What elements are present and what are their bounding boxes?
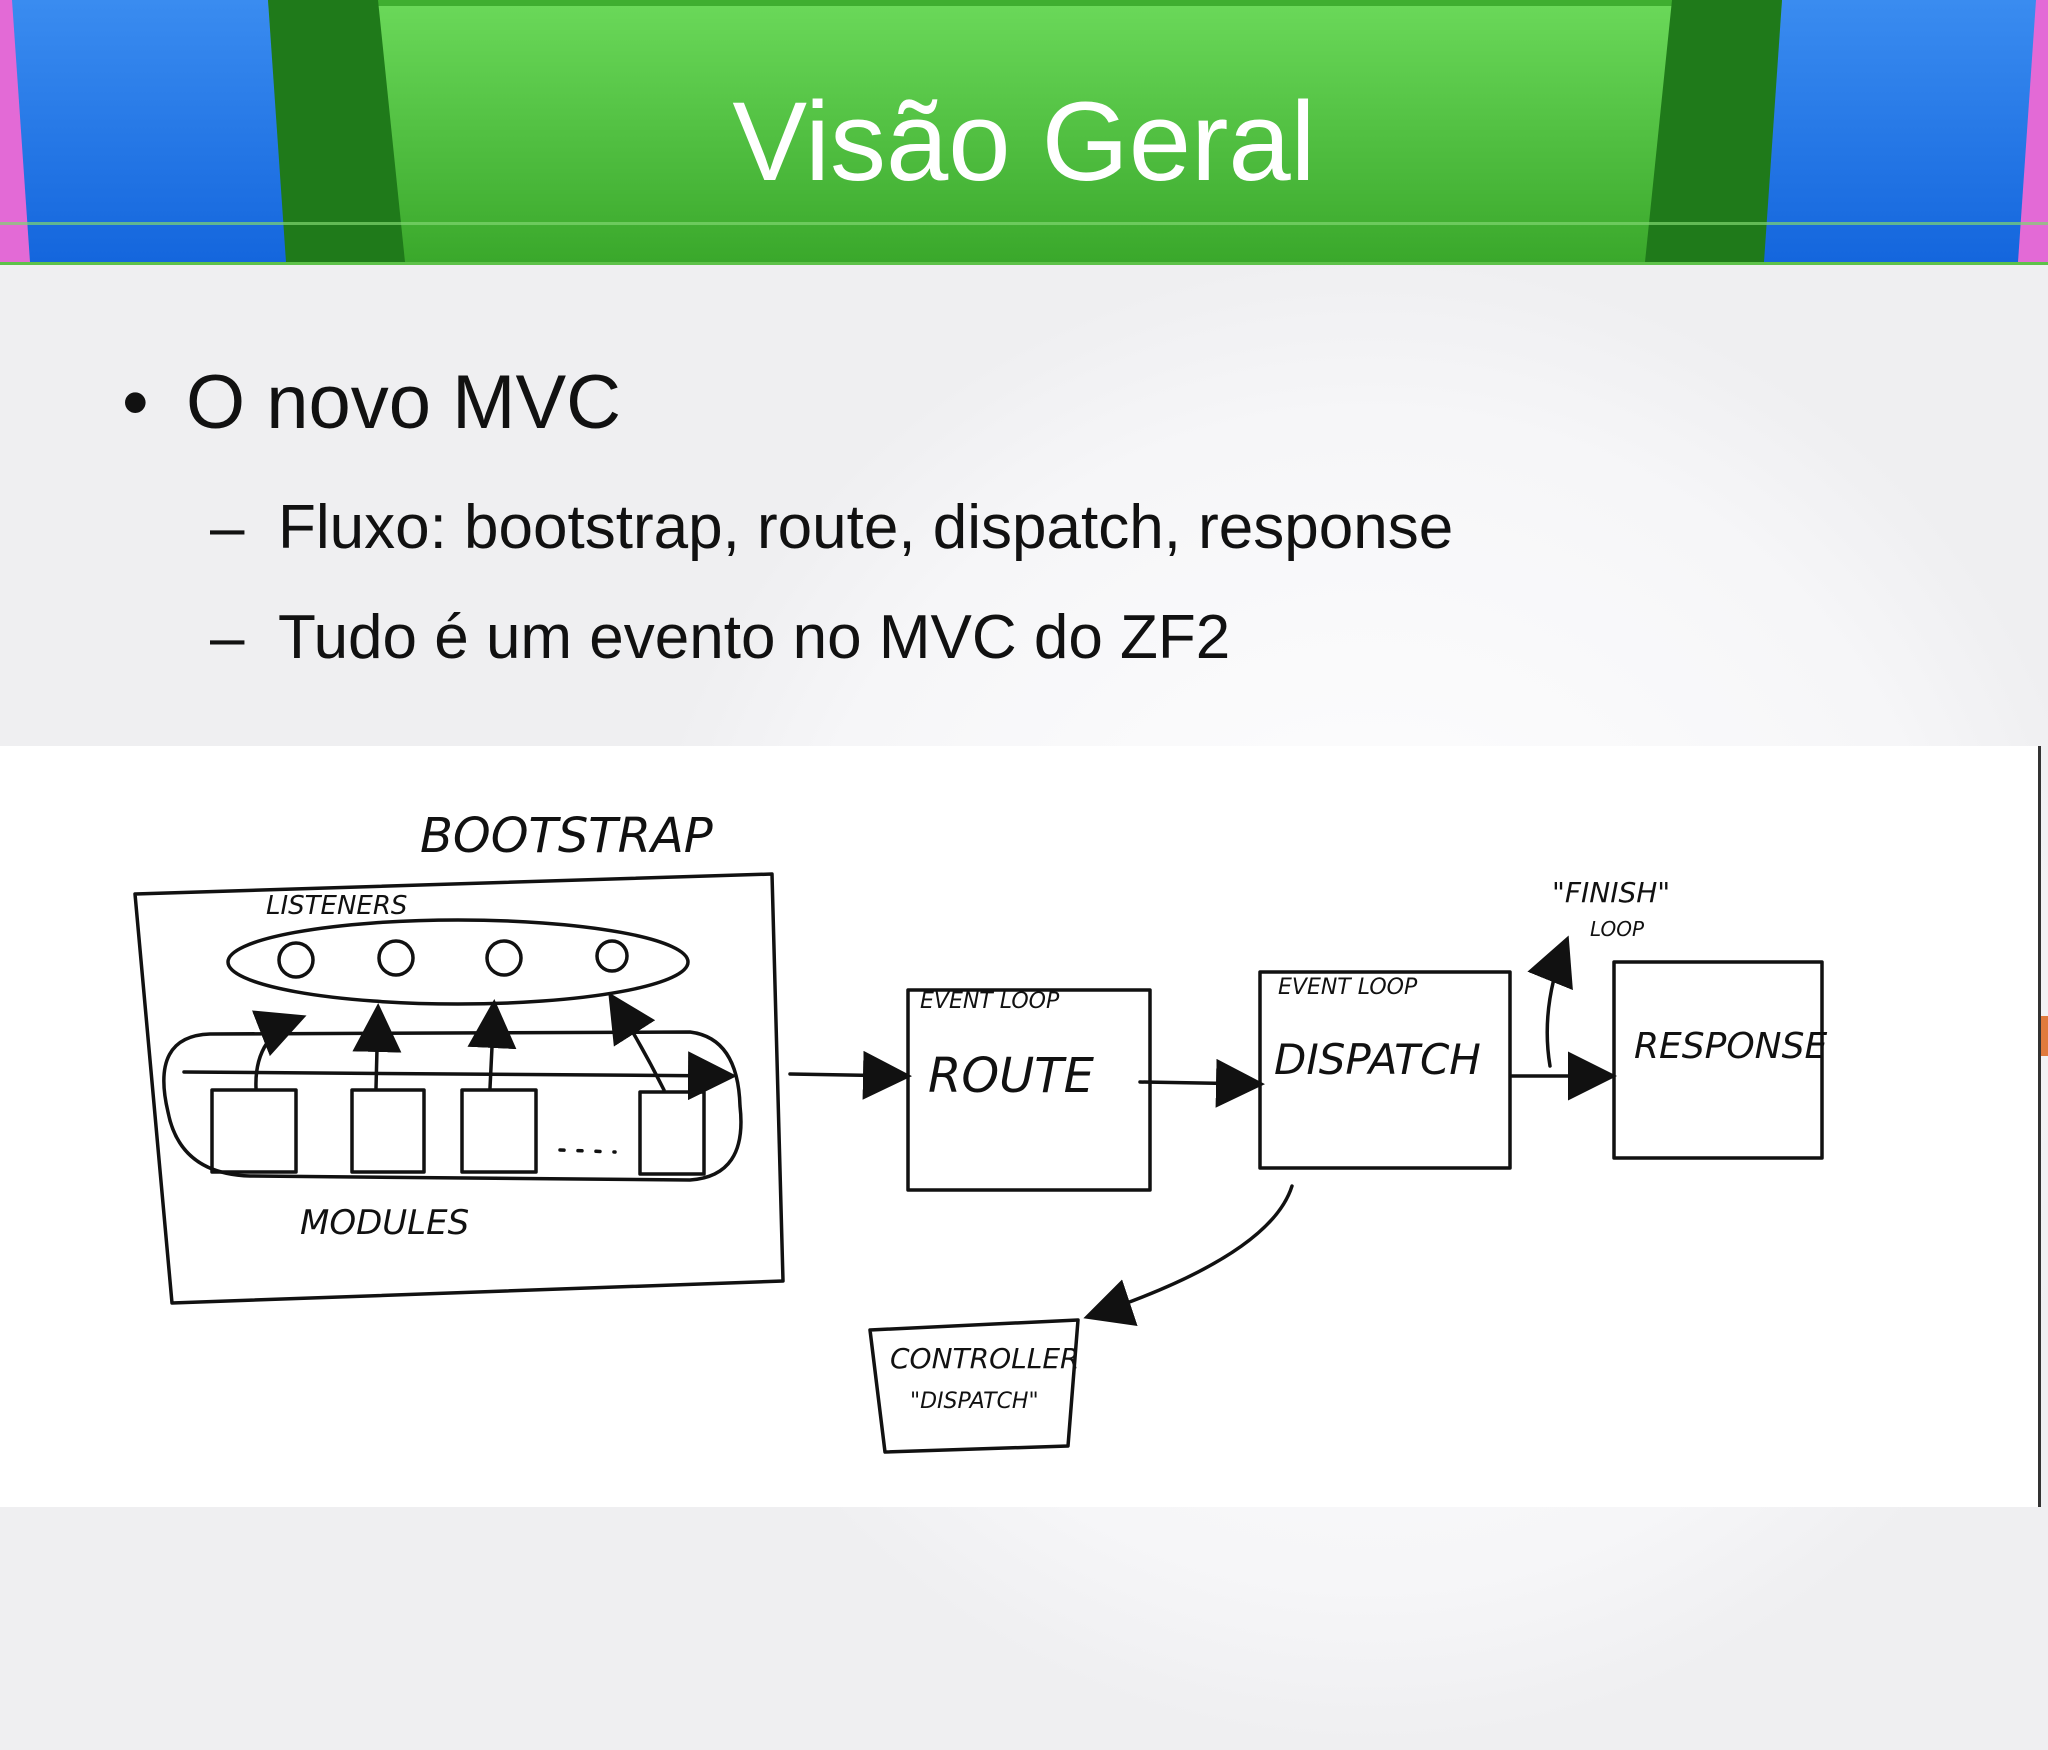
- route-label: ROUTE: [928, 1048, 1095, 1104]
- listeners-label: LISTENERS: [266, 891, 407, 921]
- listener-circle: [377, 939, 415, 977]
- bootstrap-box: [133, 872, 785, 1305]
- mvc-flow-diagram: BOOTSTRAP LISTENERS MODULES EVENT LOOP R…: [0, 746, 2038, 1507]
- route-caption: EVENT LOOP: [920, 989, 1060, 1014]
- slide-title: Visão Geral: [732, 79, 1316, 204]
- module-box: [350, 1088, 426, 1174]
- controller-label: CONTROLLER: [890, 1342, 1079, 1375]
- module-listener-arrow: [608, 992, 666, 1092]
- response-label: RESPONSE: [1634, 1026, 1827, 1067]
- module-box: [210, 1088, 298, 1174]
- finish-label: "FINISH": [1552, 876, 1670, 909]
- dispatch-label: DISPATCH: [1274, 1035, 1481, 1084]
- diagram-border: [2038, 746, 2041, 1507]
- listeners-ellipse: [226, 918, 690, 1006]
- modules-arrow-line: [182, 1051, 737, 1101]
- listener-circle: [595, 939, 629, 973]
- listener-circle: [277, 941, 315, 979]
- route-dispatch-arrow: [1138, 1058, 1265, 1108]
- dispatch-controller-arrow: [1083, 1184, 1294, 1326]
- controller-dispatch-label: "DISPATCH": [910, 1389, 1039, 1414]
- finish-loop-arrow: [1527, 935, 1573, 1068]
- module-box: [638, 1090, 706, 1176]
- modules-label: MODULES: [300, 1203, 469, 1243]
- route-box: [906, 988, 1152, 1192]
- module-listener-arrow: [251, 1010, 307, 1090]
- module-box: [460, 1088, 538, 1174]
- finish-loop-label: LOOP: [1590, 917, 1645, 941]
- bullet-item: • O novo MVC: [122, 358, 621, 448]
- module-ellipsis: [558, 1148, 617, 1154]
- module-listener-arrow: [467, 999, 517, 1090]
- dispatch-caption: EVENT LOOP: [1278, 975, 1418, 1000]
- modules-container: [162, 1030, 743, 1182]
- bootstrap-route-arrow: [788, 1050, 912, 1100]
- subbullet-item: –Fluxo: bootstrap, route, dispatch, resp…: [210, 490, 1453, 566]
- subbullet-item: –Tudo é um evento no MVC do ZF2: [210, 600, 1230, 676]
- slide-header: Visão Geral: [0, 0, 2048, 265]
- module-listener-arrow: [352, 1003, 402, 1090]
- header-banner-graphic: [0, 0, 2048, 262]
- controller-box: [868, 1318, 1080, 1454]
- dispatch-box: [1258, 970, 1512, 1170]
- subbullet-text: Tudo é um evento no MVC do ZF2: [278, 603, 1231, 672]
- response-box: [1612, 960, 1824, 1160]
- subbullet-text: Fluxo: bootstrap, route, dispatch, respo…: [278, 493, 1454, 562]
- bootstrap-label: BOOTSTRAP: [420, 808, 713, 864]
- diagram-drawing: BOOTSTRAP LISTENERS MODULES EVENT LOOP R…: [133, 808, 1827, 1454]
- dash-icon: –: [210, 603, 245, 672]
- diagram-edge-marker: [2041, 1016, 2048, 1056]
- bullet-dot-icon: •: [122, 360, 149, 445]
- bullet-text: O novo MVC: [186, 360, 622, 445]
- listener-circle: [485, 939, 523, 977]
- dash-icon: –: [210, 493, 245, 562]
